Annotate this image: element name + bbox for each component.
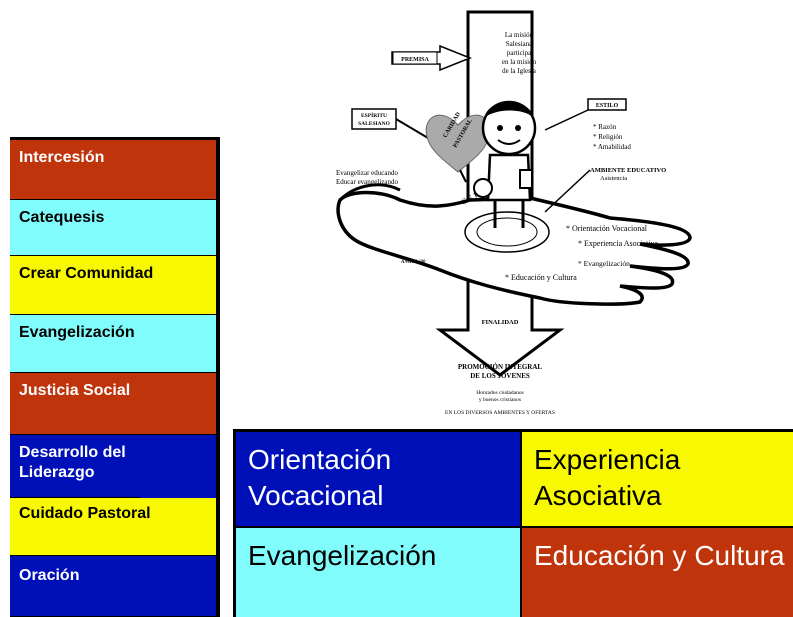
hand-thumb [338, 183, 401, 202]
ambiente-label: Asistencia [600, 175, 627, 182]
ambientes-line: EN LOS DIVERSOS AMBIENTES Y OFERTAS [445, 410, 555, 416]
list-item-label: Catequesis [19, 209, 105, 226]
list-item-label: Desarrollo del Liderazgo [19, 444, 126, 481]
area-educacion-cultura: Educación y Cultura [520, 526, 793, 617]
list-item-liderazgo-fill [140, 435, 216, 498]
artist-signature: ÁNGEL '00 [400, 259, 426, 265]
list-item-label: Oración [19, 567, 80, 584]
area-evangelizacion: Evangelización [236, 526, 520, 617]
area-orientacion-vocacional: Orientación Vocacional [236, 432, 520, 526]
cep-platform-inner [476, 217, 538, 247]
list-item-justicia-social: Justicia Social [10, 373, 216, 435]
heart-arrow [459, 169, 467, 183]
premisa-label: PREMISA [401, 57, 429, 63]
ambiente-label: AMBIENTE EDUCATIVO [590, 167, 666, 174]
espiritu-arrow [395, 118, 429, 139]
list-item-crear-comunidad: Crear Comunidad [10, 256, 216, 315]
espiritu-label: ESPÍRITU [361, 111, 387, 119]
espiritu-label: SALESIANO [358, 121, 391, 127]
promocion-line: DE LOS JÓVENES [470, 372, 530, 380]
mission-line: participa [507, 49, 532, 57]
evangelizar-line: Educar evangelizando [336, 178, 398, 186]
list-item-label: Justicia Social [19, 382, 131, 399]
finalidad-label: FINALIDAD [482, 319, 519, 326]
list-item-evangelizacion: Evangelización [10, 315, 216, 373]
premisa-box [392, 51, 438, 65]
estilo-item: * Razón [593, 123, 617, 131]
list-item-liderazgo: Desarrollo del Liderazgo [10, 435, 140, 498]
finger-label: * Orientación Vocacional [566, 224, 648, 233]
area-experiencia-asociativa: Experiencia Asociativa [520, 432, 793, 526]
mission-line: de la Iglesia [502, 67, 537, 75]
mission-line: en la misión [502, 58, 537, 66]
finger-label: * Educación y Cultura [505, 273, 577, 282]
salesian-mission-diagram: PREMISA La misión Salesiana participa en… [336, 10, 692, 416]
list-item-catequesis: Catequesis [10, 200, 216, 256]
list-item-cuidado-pastoral: Cuidado Pastoral [10, 498, 216, 556]
promocion-line: PROMOCIÓN INTEGRAL [458, 363, 543, 371]
list-item-label: Crear Comunidad [19, 265, 154, 282]
ambiente-arrow [544, 169, 591, 213]
four-areas-grid: Orientación Vocacional Experiencia Asoci… [233, 429, 793, 617]
estilo-label: ESTILO [596, 103, 619, 109]
estilo-item: * Religión [593, 133, 623, 141]
honrados-line: y buenos cristianos [479, 397, 521, 403]
finger-label: * Evangelización [578, 259, 630, 268]
list-item-oracion: Oración [10, 556, 216, 617]
estilo-item: * Amabilidad [593, 143, 631, 151]
mission-line: La misión [505, 31, 534, 39]
area-label: Experiencia Asociativa [534, 444, 681, 511]
list-item-label: Cuidado Pastoral [19, 505, 151, 522]
area-label: Evangelización [248, 540, 437, 571]
finger-label: * Experiencia Asociativa [578, 239, 658, 248]
list-item-label: Evangelización [19, 324, 135, 341]
estilo-arrow [544, 109, 589, 131]
area-label: Educación y Cultura [534, 540, 785, 571]
mission-line: Salesiana [506, 40, 533, 48]
estilo-box [587, 98, 627, 111]
area-label: Orientación Vocacional [248, 444, 392, 511]
list-item-intercesion: Intercesión [10, 140, 216, 200]
child-figure [473, 100, 537, 228]
honrados-line: Honrados ciudadanos [476, 390, 524, 396]
list-item-label: Intercesión [19, 149, 105, 166]
ministry-list: Intercesión Catequesis Crear Comunidad E… [10, 137, 220, 617]
evangelizar-line: Evangelizar educando [336, 169, 398, 177]
